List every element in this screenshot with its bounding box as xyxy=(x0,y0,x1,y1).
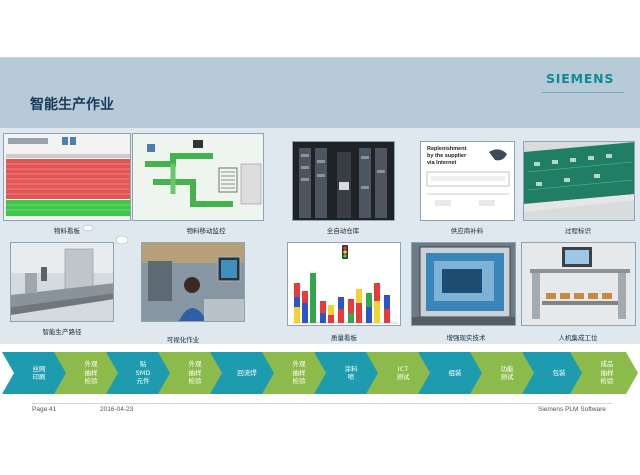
caption-visual-work: 可视化作业 xyxy=(166,336,200,344)
operator-graphic xyxy=(142,243,244,321)
content-area: 物料看板 物料移动监控 xyxy=(0,128,640,344)
quality-chart-graphic xyxy=(288,243,400,325)
smart-path-image xyxy=(10,242,114,322)
supplier-replenish-image: Replenishment by the supplier via Intern… xyxy=(420,141,515,221)
production-line-graphic xyxy=(11,243,113,321)
hmi-station-image xyxy=(521,242,636,326)
caption-auto-warehouse: 全自动仓库 xyxy=(326,227,360,235)
flow-step-visual-inspection-1: 外观 抽样 检验 xyxy=(54,352,122,394)
slide-title: 智能生产作业 xyxy=(30,97,114,113)
flow-step-reflow: 回流焊 xyxy=(210,352,278,394)
caption-hmi-station: 人机集成工位 xyxy=(558,334,598,342)
material-move-graphic xyxy=(133,134,263,220)
header-band xyxy=(0,58,640,128)
flow-step-coating: 涂料 喷 xyxy=(314,352,382,394)
footer-page-number: Page 41 xyxy=(32,406,57,413)
material-move-image xyxy=(132,133,264,221)
ar-screen-graphic xyxy=(412,243,515,325)
top-rule xyxy=(0,57,640,58)
flow-step-final-inspection: 成品 抽样 检验 xyxy=(570,352,638,394)
caption-smart-path: 智能生产路径 xyxy=(42,328,82,336)
footer-rule xyxy=(32,403,612,404)
flow-step-smd-placement: 贴 SMD 元件 xyxy=(106,352,174,394)
pcb-graphic xyxy=(524,142,634,220)
caption-material-move: 物料移动监控 xyxy=(186,227,226,235)
supplier-doc-line3: via Internet xyxy=(427,160,457,166)
auto-warehouse-graphic xyxy=(293,142,394,220)
callout-bubbles xyxy=(82,224,129,245)
flow-step-assembly: 组装 xyxy=(418,352,486,394)
caption-material-board: 物料看板 xyxy=(54,227,80,235)
workstation-graphic xyxy=(522,243,635,325)
flow-step-ict-test: ICT 测试 xyxy=(366,352,434,394)
auto-warehouse-image xyxy=(292,141,395,221)
flow-step-packaging: 包装 xyxy=(522,352,590,394)
flow-step-visual-inspection-2: 外观 抽样 检验 xyxy=(158,352,226,394)
material-board-image xyxy=(3,133,131,221)
supplier-doc-graphic xyxy=(426,149,510,206)
caption-quality-board: 质量看板 xyxy=(331,334,357,342)
flow-step-function-test: 功能 测试 xyxy=(470,352,538,394)
caption-process-id: 过程标识 xyxy=(565,227,591,235)
process-flow: 丝网 印刷 外观 抽样 检验 贴 SMD 元件 外观 抽样 检验 回流焊 外观 … xyxy=(0,352,640,394)
flow-step-screen-print: 丝网 印刷 xyxy=(2,352,70,394)
supplier-doc-line2: by the supplier xyxy=(427,153,467,159)
quality-board-image xyxy=(287,242,401,326)
material-board-graphic xyxy=(4,134,130,220)
ar-tech-image xyxy=(411,242,516,326)
footer-company: Siemens PLM Software xyxy=(538,406,606,413)
caption-supplier-replenish: 供应商补料 xyxy=(450,227,484,235)
process-id-image xyxy=(523,141,635,221)
flow-step-visual-inspection-3: 外观 抽样 检验 xyxy=(262,352,330,394)
caption-ar-tech: 增强现实技术 xyxy=(446,334,486,342)
visual-work-image xyxy=(141,242,245,322)
supplier-doc-line1: Replenishment xyxy=(427,146,467,152)
footer-date: 2016-04-23 xyxy=(100,406,134,413)
logo-underline xyxy=(542,92,624,93)
siemens-logo: SIEMENS xyxy=(546,71,615,86)
